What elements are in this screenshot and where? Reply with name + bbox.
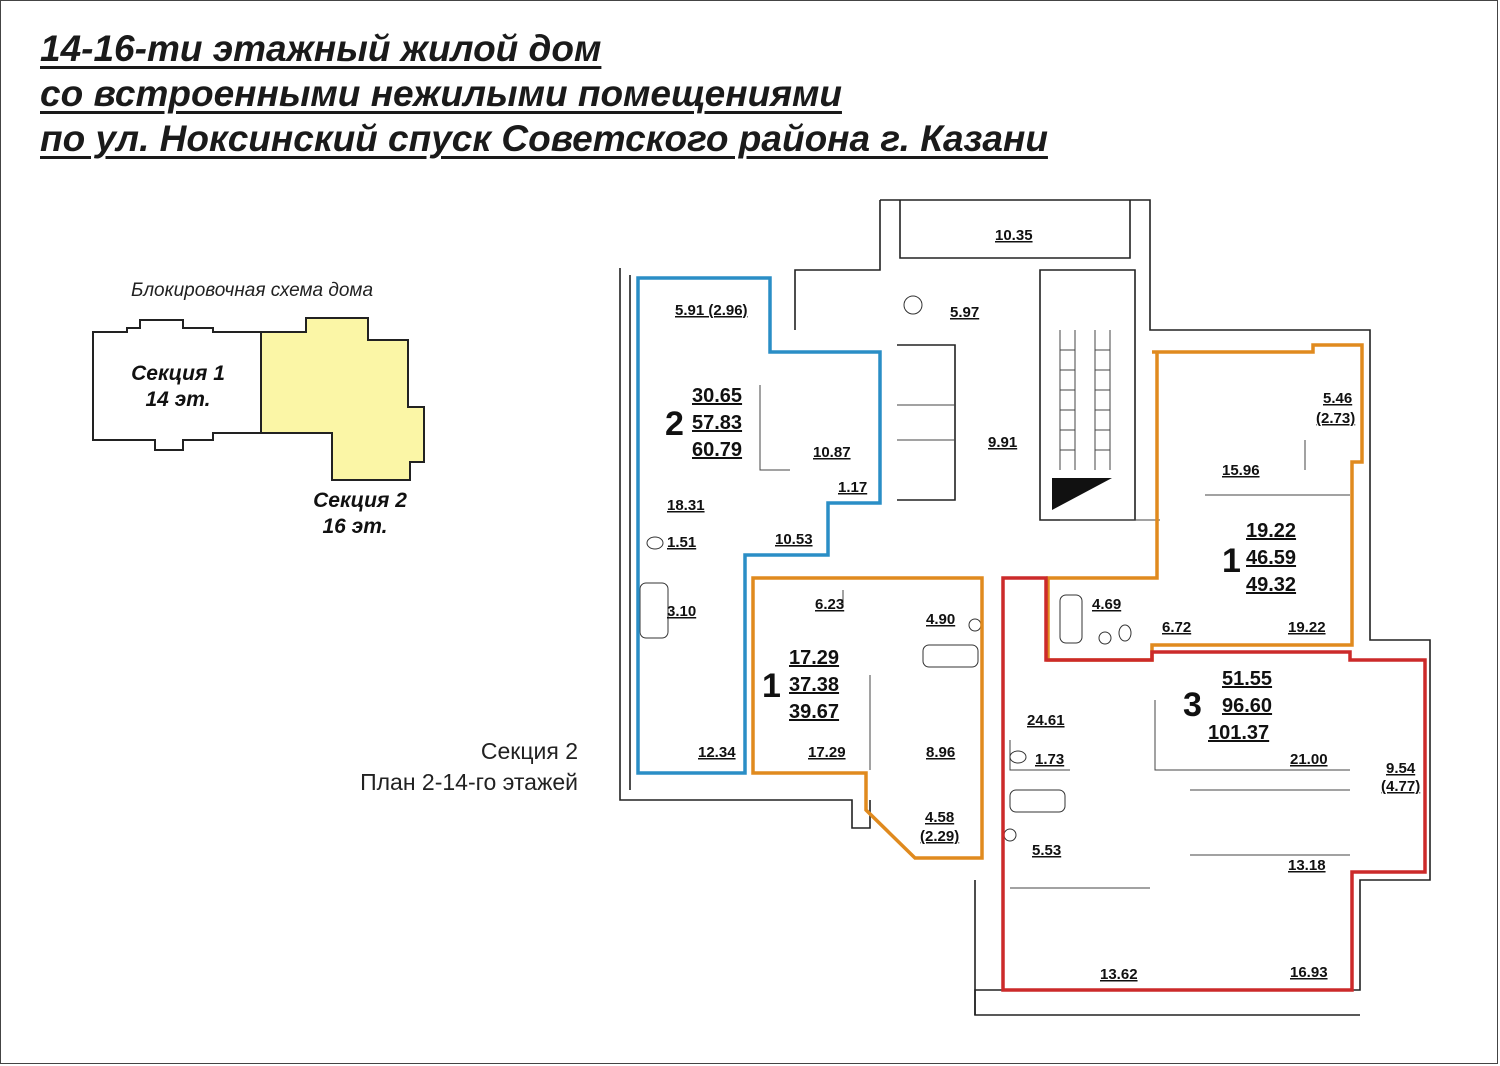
room-area-label: 8.96 <box>926 744 955 761</box>
apartment-total-with-balcony-area: 60.79 <box>692 439 742 461</box>
sink-icon <box>1098 631 1112 645</box>
room-area-label: 1.51 <box>667 534 696 551</box>
room-area-label: 5.53 <box>1032 842 1061 859</box>
room-area-label: 4.69 <box>1092 596 1121 613</box>
scheme-caption: Блокировочная схема дома <box>131 280 373 301</box>
plumbing-fixtures <box>639 295 1132 842</box>
room-area-label: 5.91 (2.96) <box>675 302 748 319</box>
room-area-label: (2.73) <box>1316 410 1355 427</box>
blocking-scheme: Блокировочная схема дома Секция 1 14 эт.… <box>92 280 425 538</box>
bathtub-icon <box>1059 594 1083 644</box>
apartment-1b-summary: 1 19.22 46.59 49.32 <box>1222 520 1296 596</box>
apartment-living-area: 51.55 <box>1222 668 1272 690</box>
title-line-2: со встроенными нежилыми помещениями <box>40 73 842 114</box>
apartment-living-area: 17.29 <box>789 647 839 669</box>
apartment-living-area: 30.65 <box>692 385 742 407</box>
apartment-2-outline <box>636 276 882 775</box>
room-area-label: 10.53 <box>775 531 813 548</box>
toilet-icon <box>1118 624 1132 642</box>
room-area-label: 13.62 <box>1100 966 1138 983</box>
room-area-label: 9.54 <box>1386 760 1416 777</box>
scheme-section-1-floors: 14 эт. <box>145 388 210 411</box>
apartment-1a-outline <box>751 576 984 860</box>
apartment-rooms-count: 2 <box>665 405 684 443</box>
room-area-label: 17.29 <box>808 744 846 761</box>
room-area-label: 19.22 <box>1288 619 1326 636</box>
room-area-label: 16.93 <box>1290 964 1328 981</box>
plan-caption-section: Секция 2 <box>480 738 578 764</box>
apartment-living-area: 19.22 <box>1246 520 1296 542</box>
bathtub-icon <box>922 644 979 668</box>
page-title: 14-16-ти этажный жилой дом со встроенным… <box>40 26 1048 161</box>
scheme-section-2-name: Секция 2 <box>313 489 407 512</box>
room-area-label: 24.61 <box>1027 712 1065 729</box>
toilet-icon <box>646 536 664 550</box>
room-area-label: 3.10 <box>667 603 696 620</box>
apartment-total-area: 46.59 <box>1246 547 1296 569</box>
sink-icon <box>968 618 982 632</box>
scheme-section-2-outline <box>260 317 425 481</box>
building-walls <box>619 199 1431 1016</box>
apartment-3-outline <box>1001 576 1427 992</box>
scheme-section-1-name: Секция 1 <box>131 362 225 385</box>
room-area-label: 18.31 <box>667 497 705 514</box>
room-area-label: (2.29) <box>920 828 959 845</box>
ventilation-shaft-icon <box>903 295 923 315</box>
room-area-label: 10.87 <box>813 444 851 461</box>
room-area-label: 6.23 <box>815 596 844 613</box>
apartment-total-with-balcony-area: 101.37 <box>1208 722 1269 744</box>
plan-caption: Секция 2 План 2-14-го этажей <box>280 736 578 798</box>
apartment-1a-summary: 1 17.29 37.38 39.67 <box>762 647 839 723</box>
apartment-total-area: 57.83 <box>692 412 742 434</box>
room-area-label: (4.77) <box>1381 778 1420 795</box>
room-area-label: 1.73 <box>1035 751 1064 768</box>
bathtub-icon <box>639 582 669 639</box>
room-area-label: 10.35 <box>995 227 1033 244</box>
apartment-rooms-count: 3 <box>1183 686 1202 724</box>
scheme-section-2-floors: 16 эт. <box>322 515 387 538</box>
room-area-label: 9.91 <box>988 434 1017 451</box>
room-area-label: 5.97 <box>950 304 979 321</box>
apartment-total-area: 37.38 <box>789 674 839 696</box>
apartment-total-area: 96.60 <box>1222 695 1272 717</box>
title-line-1: 14-16-ти этажный жилой дом <box>40 28 602 69</box>
plan-caption-floors: План 2-14-го этажей <box>360 769 578 795</box>
apartment-total-with-balcony-area: 49.32 <box>1246 574 1296 596</box>
title-line-3: по ул. Ноксинский спуск Советского район… <box>40 118 1048 159</box>
apartment-3-summary: 3 51.55 96.60 101.37 <box>1183 668 1272 744</box>
sink-icon <box>1003 828 1017 842</box>
room-area-label: 21.00 <box>1290 751 1328 768</box>
apartment-2-summary: 2 30.65 57.83 60.79 <box>665 385 742 461</box>
room-area-label: 13.18 <box>1288 857 1326 874</box>
toilet-icon <box>1009 750 1027 764</box>
apartment-1b-outline <box>1046 343 1364 662</box>
room-area-label: 4.58 <box>925 809 954 826</box>
room-area-label: 12.34 <box>698 744 736 761</box>
room-area-labels: 10.35 5.97 9.91 5.91 (2.96) 10.87 1.17 1… <box>667 227 1420 983</box>
apartment-rooms-count: 1 <box>1222 542 1241 580</box>
apartment-rooms-count: 1 <box>762 667 781 705</box>
apartment-total-with-balcony-area: 39.67 <box>789 701 839 723</box>
room-area-label: 15.96 <box>1222 462 1260 479</box>
room-area-label: 5.46 <box>1323 390 1352 407</box>
bathtub-icon <box>1009 789 1066 813</box>
room-area-label: 1.17 <box>838 479 867 496</box>
room-area-label: 6.72 <box>1162 619 1191 636</box>
room-area-label: 4.90 <box>926 611 955 628</box>
